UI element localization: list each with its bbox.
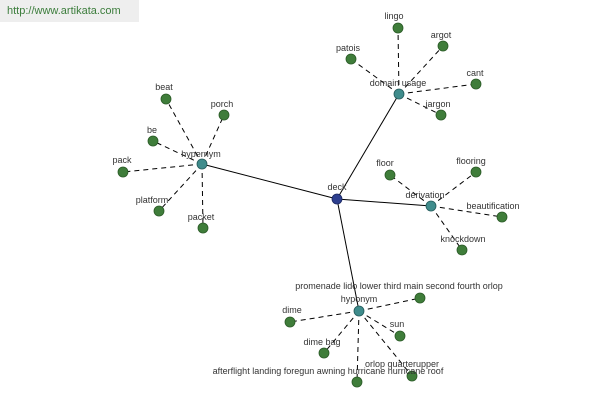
leaf-label: argot [431,30,452,40]
leaf-node[interactable] [435,109,447,121]
leaf-label: beat [155,82,173,92]
leaf-node[interactable] [456,244,468,256]
watermark-url[interactable]: http://www.artikata.com [7,5,121,17]
leaf-label: dime bag [303,337,340,347]
hub-label-domain-usage: domain usage [370,78,427,88]
dashed-edge [430,171,477,207]
leaf-label: floor [376,158,394,168]
dashed-edge [358,297,421,312]
leaf-label: beautification [466,201,519,211]
hub-node-derivation[interactable] [425,200,437,212]
leaf-node[interactable] [117,166,129,178]
leaf-label: flooring [456,156,486,166]
leaf-node[interactable] [384,169,396,181]
leaf-label: cant [466,68,484,78]
hub-label-hypernym: hypernym [181,149,221,159]
center-label-deck: deck [327,182,347,192]
hub-node-domain-usage[interactable] [393,88,405,100]
dashed-edge [430,205,503,218]
dashed-edge [350,58,400,95]
leaf-label: be [147,125,157,135]
leaf-node[interactable] [197,222,209,234]
hub-node-hypernym[interactable] [196,158,208,170]
leaf-node[interactable] [318,347,330,359]
edge-hypernym [201,163,338,200]
leaf-node[interactable] [160,93,172,105]
leaf-label: packet [188,212,215,222]
leaf-label: platform [136,195,169,205]
dashed-edge [289,310,360,323]
leaf-node[interactable] [284,316,296,328]
leaf-label: lingo [384,11,403,21]
dashed-edge [165,98,203,165]
dashed-edge [397,27,400,95]
dashed-edge [201,163,204,229]
watermark-banner: http://www.artikata.com [0,0,139,22]
dashed-edge [152,140,203,165]
leaf-node[interactable] [392,22,404,34]
leaf-node[interactable] [414,292,426,304]
leaf-node[interactable] [437,40,449,52]
leaf-node[interactable] [470,78,482,90]
leaf-label: dime [282,305,302,315]
dashed-edge [356,310,360,383]
dashed-edge [358,310,413,377]
leaf-label: orlop quarterupper [365,359,439,369]
leaf-node[interactable] [147,135,159,147]
center-node-deck[interactable] [331,193,343,205]
leaf-label: porch [211,99,234,109]
leaf-label: promenade lido lower third main second f… [295,281,503,291]
leaf-label: pack [112,155,132,165]
hub-node-hyponym[interactable] [353,305,365,317]
hub-label-hyponym: hyponym [341,294,378,304]
edge-domain-usage [336,93,400,200]
leaf-label: jargon [424,99,450,109]
dashed-edge [122,163,203,173]
dashed-edge [398,83,477,95]
edge-derivation [336,198,432,207]
leaf-label: patois [336,43,361,53]
dashed-edge [358,310,401,337]
leaf-node[interactable] [345,53,357,65]
leaf-label: afterflight landing foregun awning hurri… [213,366,444,376]
leaf-node[interactable] [394,330,406,342]
leaf-node[interactable] [153,205,165,217]
dashed-edge [398,45,444,95]
edge-hyponym [336,198,360,312]
leaf-node[interactable] [470,166,482,178]
leaf-label: sun [390,319,405,329]
leaf-node[interactable] [218,109,230,121]
leaf-node[interactable] [406,370,418,382]
dashed-edge [323,310,360,354]
leaf-node[interactable] [351,376,363,388]
dashed-edge [158,163,203,212]
leaf-node[interactable] [496,211,508,223]
dashed-edge [398,93,442,116]
hub-label-derivation: derivation [405,190,444,200]
leaf-label: knockdown [440,234,485,244]
